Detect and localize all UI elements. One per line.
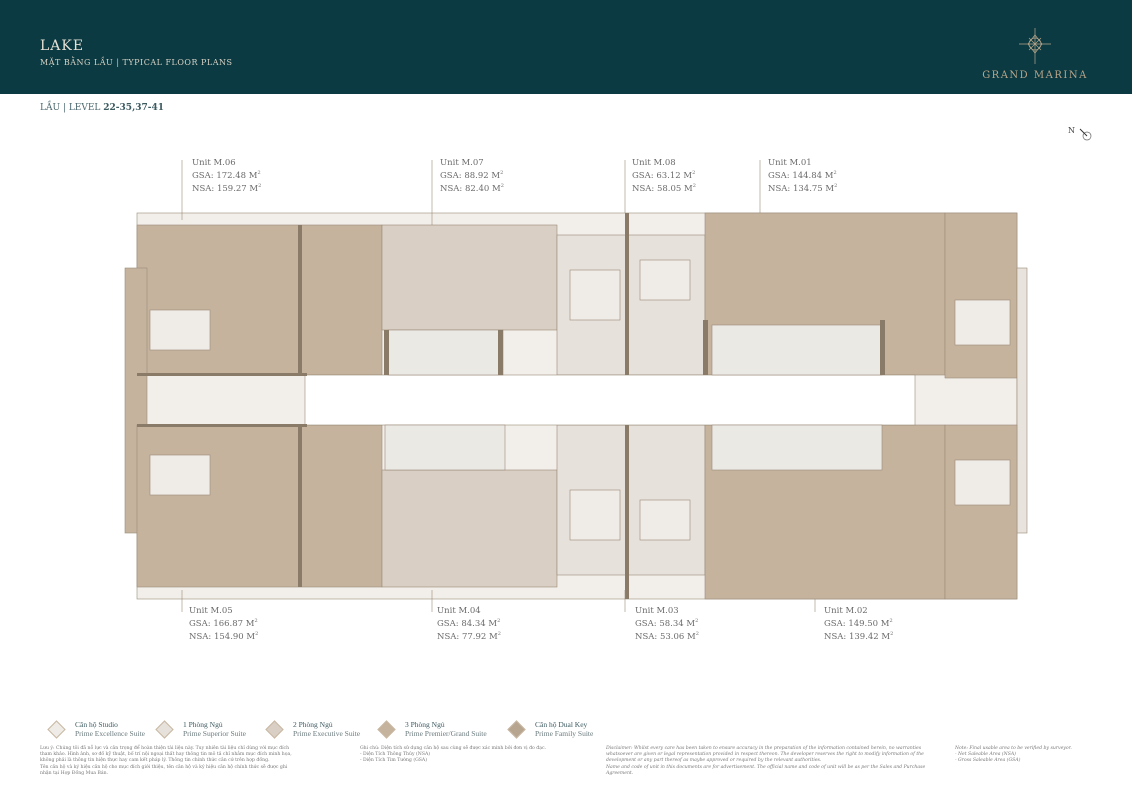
balcony-east (1016, 267, 1028, 534)
unit-m02-wing (944, 424, 1018, 600)
bed (569, 489, 621, 541)
unit-m01-wing (944, 212, 1018, 379)
header-banner: LAKE MẶT BẰNG LẦU | TYPICAL FLOOR PLANS … (0, 0, 1132, 94)
core-stair-sw (384, 424, 506, 471)
north-label: N (1068, 126, 1075, 135)
bed (569, 269, 621, 321)
unit-m07-area (381, 224, 558, 331)
bed (954, 299, 1011, 346)
level-prefix: LẦU | LEVEL (40, 103, 104, 113)
level-value: 22-35,37-41 (103, 103, 164, 113)
legend-swatch (47, 719, 66, 739)
note-en-area: Note: Final usable area to be verified b… (955, 746, 1072, 764)
bed (954, 459, 1011, 506)
note-vn: Lưu ý: Chúng tôi đã nỗ lực và cân trọng … (40, 746, 292, 776)
corridor (304, 374, 916, 426)
note-vn-area: Ghi chú: Diện tích sử dụng căn hộ sau cù… (360, 746, 546, 764)
unit-m06-area (136, 224, 383, 376)
floor-plan (124, 160, 1028, 612)
walls (137, 213, 885, 599)
unit-m05-area (136, 424, 383, 588)
brand-name: GRAND MARINA (982, 70, 1088, 81)
compass-logo-icon (1019, 28, 1051, 64)
bed (149, 309, 211, 351)
bed (639, 499, 691, 541)
bed (149, 454, 211, 496)
page-subtitle: MẶT BẰNG LẦU | TYPICAL FLOOR PLANS (40, 58, 233, 67)
level-label: LẦU | LEVEL 22-35,37-41 (40, 103, 164, 113)
disclaimer-en: Disclaimer: Whilst every care has been t… (606, 746, 926, 776)
legend-swatch (377, 719, 396, 739)
north-arrow-icon (1079, 128, 1091, 141)
bed (639, 259, 691, 301)
north-indicator: N (1068, 126, 1092, 141)
brand-logo: GRAND MARINA (980, 28, 1090, 81)
legend-swatch (265, 719, 284, 739)
core-stair-se (711, 424, 883, 471)
leader-lines (181, 160, 816, 612)
core-lift-nw (387, 329, 504, 376)
core-lift-ne (711, 324, 883, 376)
legend-swatch (155, 719, 174, 739)
unit-m04-area (381, 469, 558, 588)
legend-swatch (507, 719, 526, 739)
page-title: LAKE (40, 38, 85, 54)
